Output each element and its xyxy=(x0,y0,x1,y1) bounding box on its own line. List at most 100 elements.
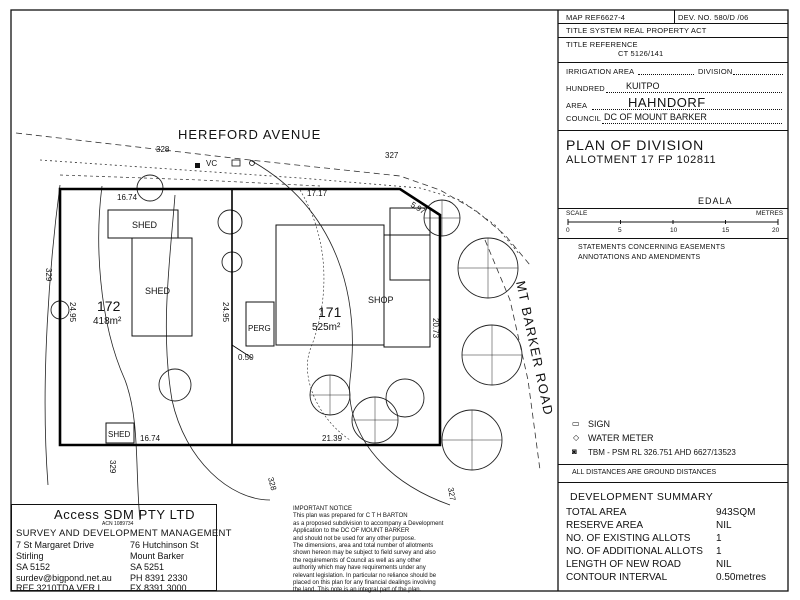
notice-line: the requirements of Council as well as a… xyxy=(293,557,422,564)
sign-icon: ▭ xyxy=(572,419,580,428)
contour-329-mid xyxy=(98,185,141,521)
reference-line: REF 3210TDA VER I xyxy=(16,583,101,593)
dimension-label: 24.95 xyxy=(68,302,77,323)
scale-tick: 5 xyxy=(618,227,622,234)
title-reference-value: CT 5126/141 xyxy=(618,49,664,58)
vc-label: VC xyxy=(206,159,217,168)
scale-tick: 10 xyxy=(670,227,678,234)
footpath-line xyxy=(59,174,321,187)
contour-label: 327 xyxy=(446,487,457,502)
dimension-label: 16.74 xyxy=(117,193,138,202)
notice-line: The dimensions, area and total number of… xyxy=(293,543,434,550)
notice-line: and should not be used for any other pur… xyxy=(293,535,416,542)
fence-line xyxy=(39,159,521,256)
shed-2 xyxy=(131,237,193,337)
contour-minor xyxy=(299,189,351,441)
address-line: SA 5152 xyxy=(16,562,51,572)
allotment-ref: ALLOTMENT 17 FP 102811 xyxy=(566,154,717,166)
title-block: MAP REF6627-4 DEV. NO. 580/D /06 TITLE S… xyxy=(558,10,788,591)
building-label: SHED xyxy=(108,430,130,439)
contour-label: 328 xyxy=(266,476,278,492)
verandah xyxy=(389,207,431,281)
notice-line: as a proposed subdivision to accompany a… xyxy=(293,520,444,527)
company-name: Access SDM PTY LTD xyxy=(54,507,196,522)
water-meter-icon: ◇ xyxy=(573,433,580,442)
shed-3 xyxy=(105,422,135,444)
title-system: TITLE SYSTEM REAL PROPERTY ACT xyxy=(566,26,707,35)
notice-line: the land. This note is an integral part … xyxy=(293,587,422,594)
address-line: SA 5251 xyxy=(130,562,165,572)
notice-line: placed on this plan for any financial de… xyxy=(293,580,436,587)
mt-barker-kerb xyxy=(484,239,541,471)
contour-label: 329 xyxy=(44,268,53,282)
scale-units: METRES xyxy=(756,210,784,217)
water-meter-marker xyxy=(249,160,255,166)
council-value: DC OF MOUNT BARKER xyxy=(604,112,707,122)
tree xyxy=(385,378,425,418)
address-line: 7 St Margaret Drive xyxy=(16,540,95,550)
sign-marker xyxy=(231,159,241,167)
fax-line: FX 8391 3000 xyxy=(130,583,187,593)
plan-title: PLAN OF DIVISION xyxy=(566,137,705,153)
road-name-mtbarker: MT BARKER ROAD xyxy=(513,280,556,418)
legend-sign: SIGN xyxy=(588,419,611,429)
area-label: AREA xyxy=(566,101,588,110)
allotment-boundary xyxy=(58,187,442,447)
title-reference-label: TITLE REFERENCE xyxy=(566,40,638,49)
dimension-label: 16.74 xyxy=(140,434,161,443)
legend-benchmark: TBM - PSM RL 326.751 AHD 6627/13523 xyxy=(588,448,736,457)
division-label: DIVISION xyxy=(698,67,733,76)
tree xyxy=(158,368,192,402)
dimension-label: 21.39 xyxy=(322,434,343,443)
lot-number: 172 xyxy=(97,298,121,314)
council-label: COUNCIL xyxy=(566,114,602,123)
notice-line: relevant legislation. In particular no r… xyxy=(293,572,437,579)
address-line: Mount Barker xyxy=(130,551,185,561)
scale-tick: 20 xyxy=(772,227,780,234)
building-label: SHOP xyxy=(368,295,394,305)
tree xyxy=(217,209,243,235)
building-label: PERG xyxy=(248,324,271,333)
notice-heading: IMPORTANT NOTICE xyxy=(293,506,353,512)
benchmark-icon: ◙ xyxy=(572,447,577,456)
address-line: 76 Hutchinson St xyxy=(130,540,199,550)
dev-no: DEV. NO. 580/D /06 xyxy=(678,13,749,22)
lot-area: 418m² xyxy=(93,316,122,327)
notice-line: authority which may have requirements un… xyxy=(293,565,426,572)
company-box: Access SDM PTY LTD ACN 1089734 SURVEY AN… xyxy=(11,504,231,593)
lot-number: 171 xyxy=(318,304,342,320)
map-ref: MAP REF6627-4 xyxy=(566,13,626,22)
trees xyxy=(50,174,523,471)
important-notice: IMPORTANT NOTICE This plan was prepared … xyxy=(293,506,533,593)
buildings xyxy=(105,207,431,444)
hundred-label: HUNDRED xyxy=(566,84,605,93)
scale-tick: 0 xyxy=(566,227,570,234)
summary-heading: DEVELOPMENT SUMMARY xyxy=(570,491,714,503)
building-label: SHED xyxy=(145,286,171,296)
address-line: Stirling xyxy=(16,551,44,561)
notice-line: shown hereon may be subject to field sur… xyxy=(293,550,436,557)
contour-label: 328 xyxy=(156,145,170,154)
shop-extension xyxy=(383,234,431,348)
building-label: SHED xyxy=(132,220,158,230)
irrigation-label: IRRIGATION AREA xyxy=(566,67,635,76)
statements-heading: STATEMENTS CONCERNING EASEMENTS ANNOTATI… xyxy=(578,244,726,261)
legend-water-meter: WATER METER xyxy=(588,433,654,443)
area-value: HAHNDORF xyxy=(628,95,706,110)
contour-label: 329 xyxy=(108,460,117,474)
hundred-value: KUITPO xyxy=(626,81,660,91)
dimension-label: 0.50 xyxy=(238,353,254,362)
dimension-label: 20.73 xyxy=(431,318,440,339)
dimension-label: 24.95 xyxy=(221,302,230,323)
company-services: SURVEY AND DEVELOPMENT MANAGEMENT xyxy=(16,528,232,539)
locality: EDALA xyxy=(698,196,733,206)
road-name-hereford: HEREFORD AVENUE xyxy=(178,127,321,142)
